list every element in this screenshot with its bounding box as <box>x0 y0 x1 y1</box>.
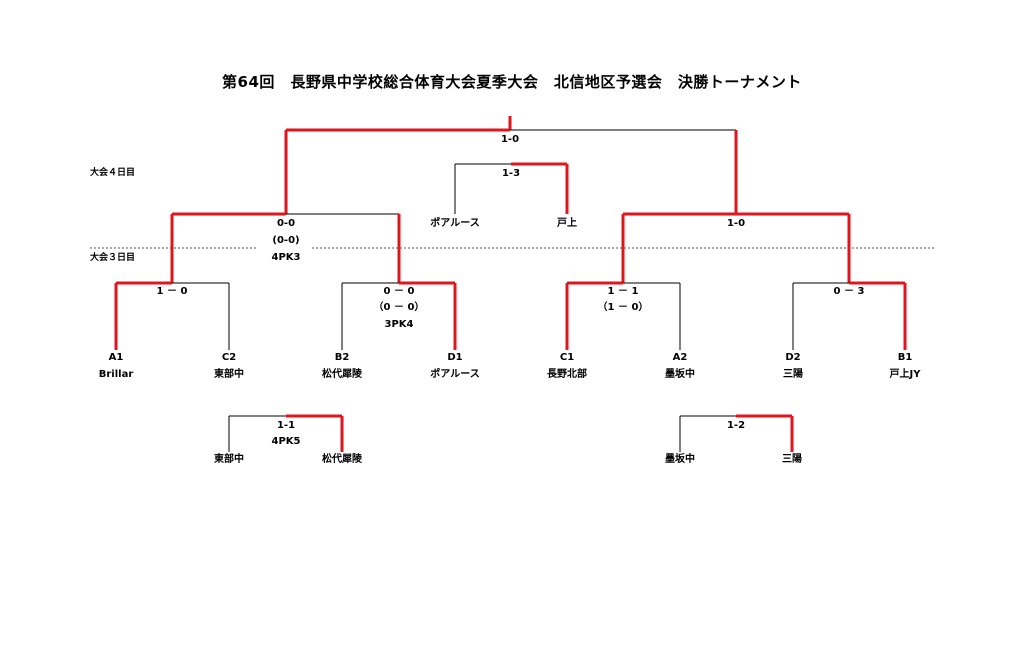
team-name: ポアルース <box>430 369 480 380</box>
day-3-label: 大会３日目 <box>90 253 136 263</box>
semifinal-left-extra-time: (0-0) <box>272 235 300 246</box>
team-name: Brillar <box>98 369 134 380</box>
semifinal-left-bracket <box>170 212 401 283</box>
final-bracket <box>284 116 738 214</box>
match-2-bracket <box>341 281 457 350</box>
match-2-score: 0 － 0 <box>383 286 415 297</box>
match-1-bracket <box>114 281 230 350</box>
day-4-label: 大会４日目 <box>90 168 136 178</box>
match-4-score: 0 － 3 <box>833 286 865 297</box>
match-3-score: 1 － 1 <box>607 286 639 297</box>
playoff-left-bracket <box>228 414 344 452</box>
semifinal-right-score: 1-0 <box>726 218 746 229</box>
semifinal-right-bracket <box>621 212 851 283</box>
seed-label: A2 <box>672 352 688 363</box>
third-place-bracket <box>454 162 569 214</box>
playoff-left-pk: 4PK5 <box>271 436 301 447</box>
playoff-left-team-2: 松代犀陵 <box>322 454 362 465</box>
third-place-team-1: ポアルース <box>430 218 480 229</box>
team-name: 墨坂中 <box>665 369 695 380</box>
playoff-left-team-1: 東部中 <box>214 454 244 465</box>
seed-label: B2 <box>334 352 350 363</box>
semifinal-left-score: 0-0 <box>276 218 296 229</box>
seed-label: C2 <box>221 352 237 363</box>
seed-label: C1 <box>559 352 575 363</box>
match-2-pk: 3PK4 <box>384 319 414 330</box>
page-title: 第64回 長野県中学校総合体育大会夏季大会 北信地区予選会 決勝トーナメント <box>222 73 802 91</box>
third-place-team-2: 戸上 <box>557 218 577 229</box>
playoff-left-score: 1-1 <box>276 420 296 431</box>
team-name: 戸上JY <box>889 369 921 380</box>
team-name: 松代犀陵 <box>322 369 362 380</box>
match-3-bracket <box>565 281 681 350</box>
match-3-extra-time: （1 － 0） <box>597 302 649 313</box>
playoff-right-bracket <box>679 414 794 452</box>
playoff-right-team-1: 墨坂中 <box>665 454 695 465</box>
team-name: 東部中 <box>214 369 244 380</box>
seed-label: B1 <box>897 352 913 363</box>
match-1-score: 1 － 0 <box>156 286 188 297</box>
match-2-extra-time: （0 － 0） <box>373 302 425 313</box>
seed-label: A1 <box>108 352 124 363</box>
team-name: 三陽 <box>783 369 803 380</box>
match-4-bracket <box>792 281 907 350</box>
third-place-score: 1-3 <box>501 168 521 179</box>
team-name: 長野北部 <box>547 369 587 380</box>
semifinal-left-pk: 4PK3 <box>271 252 301 263</box>
seed-label: D1 <box>447 352 463 363</box>
final-score: 1-0 <box>500 134 520 145</box>
playoff-right-score: 1-2 <box>726 420 746 431</box>
seed-label: D2 <box>785 352 801 363</box>
playoff-right-team-2: 三陽 <box>782 454 802 465</box>
